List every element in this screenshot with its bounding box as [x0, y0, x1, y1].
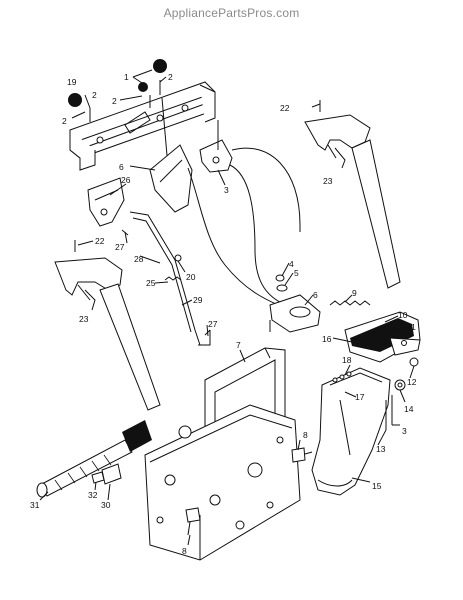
- leader-lines: [39, 69, 415, 546]
- callout-32: 32: [88, 490, 98, 500]
- callout-3: 3: [224, 185, 229, 195]
- callout-9: 9: [352, 288, 357, 298]
- discharge-chute-15: [311, 367, 391, 496]
- callout-8: 8: [303, 430, 308, 440]
- callout-14: 14: [404, 404, 414, 414]
- control-cables: [187, 147, 301, 311]
- callout-15: 15: [372, 481, 382, 491]
- callout-7: 7: [236, 340, 241, 350]
- callout-12: 12: [407, 377, 417, 387]
- callout-2: 2: [112, 96, 117, 106]
- chute-bracket-6: [269, 294, 321, 333]
- callout-22: 22: [280, 103, 290, 113]
- knob-1: [153, 59, 167, 73]
- key-32: [91, 471, 105, 484]
- bolt-8-lower: [185, 507, 201, 536]
- callout-16: 16: [322, 334, 332, 344]
- callout-11: 11: [407, 322, 416, 332]
- callout-17: 17: [355, 392, 365, 402]
- clip-20: [174, 254, 182, 262]
- callout-2: 2: [62, 116, 67, 126]
- left-handle-23: [54, 257, 161, 411]
- knob-1-secondary: [138, 82, 148, 92]
- callout-10: 10: [398, 310, 408, 320]
- shift-lever-6: [149, 97, 193, 213]
- screw-2-group: [89, 80, 161, 122]
- upper-handle-panel: [69, 81, 216, 171]
- callout-19: 19: [67, 77, 77, 87]
- washer-4-5: [275, 274, 288, 292]
- callout-25: 25: [146, 278, 156, 288]
- callout-28: 28: [134, 254, 144, 264]
- callout-4: 4: [289, 259, 294, 269]
- callout-27: 27: [115, 242, 125, 252]
- callout-30: 30: [101, 500, 111, 510]
- callout-1: 1: [124, 72, 129, 82]
- spring-25: [164, 276, 182, 281]
- callout-23: 23: [323, 176, 333, 186]
- callout-2: 2: [92, 90, 97, 100]
- control-bracket-3: [199, 120, 233, 173]
- callout-labels: 1 2 2 2 2 19 22 6 3 23 26 27 22 28 20 25…: [30, 72, 417, 556]
- watermark: AppliancePartsPros.com: [163, 6, 300, 20]
- chute-rod-29: [129, 211, 211, 346]
- callout-3: 3: [402, 426, 407, 436]
- bracket-26: [87, 177, 125, 227]
- callout-27: 27: [208, 319, 218, 329]
- callout-20: 20: [186, 272, 196, 282]
- callout-13: 13: [376, 444, 386, 454]
- callout-8: 8: [182, 546, 187, 556]
- spring-9: [329, 300, 371, 306]
- callout-31: 31: [30, 500, 40, 510]
- callout-6: 6: [119, 162, 124, 172]
- chute-deflector-10-11: [344, 311, 421, 363]
- callout-29: 29: [193, 295, 203, 305]
- callout-26: 26: [121, 175, 131, 185]
- callout-18: 18: [342, 355, 352, 365]
- callout-22: 22: [95, 236, 105, 246]
- bolt-8-upper: [291, 447, 313, 463]
- knob-19: [68, 93, 82, 107]
- callout-2: 2: [168, 72, 173, 82]
- drive-shaft-31: [36, 420, 152, 498]
- callout-6: 6: [313, 290, 318, 300]
- knob-12-14: [394, 357, 419, 391]
- key-30: [101, 463, 122, 485]
- callout-23: 23: [79, 314, 89, 324]
- gear-housing: [144, 404, 301, 561]
- callout-5: 5: [294, 268, 299, 278]
- right-handle-23: [304, 114, 401, 289]
